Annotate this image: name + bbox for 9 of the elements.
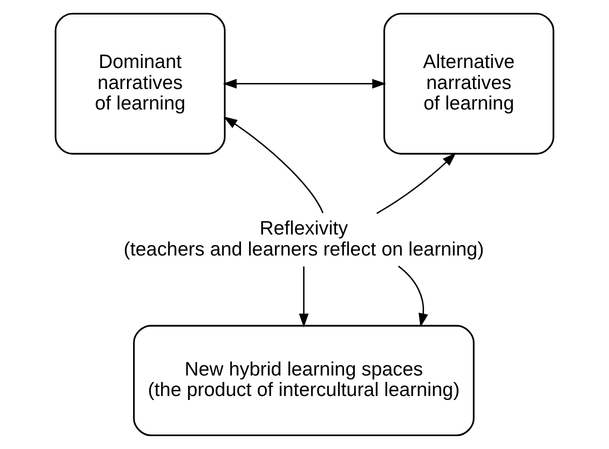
node-text: Reflexivity (teachers and learners reflect on learning): [124, 217, 484, 260]
node-box: Dominant narratives of learning: [54, 12, 226, 155]
node-box: Alternative narratives of learning: [383, 12, 554, 155]
arrow: [298, 266, 309, 328]
arrow: [222, 78, 386, 89]
arrow: [376, 152, 456, 214]
arrow: [398, 266, 428, 328]
arrow: [223, 116, 324, 214]
node-box: New hybrid learning spaces (the product of intercultural learning): [133, 324, 475, 436]
